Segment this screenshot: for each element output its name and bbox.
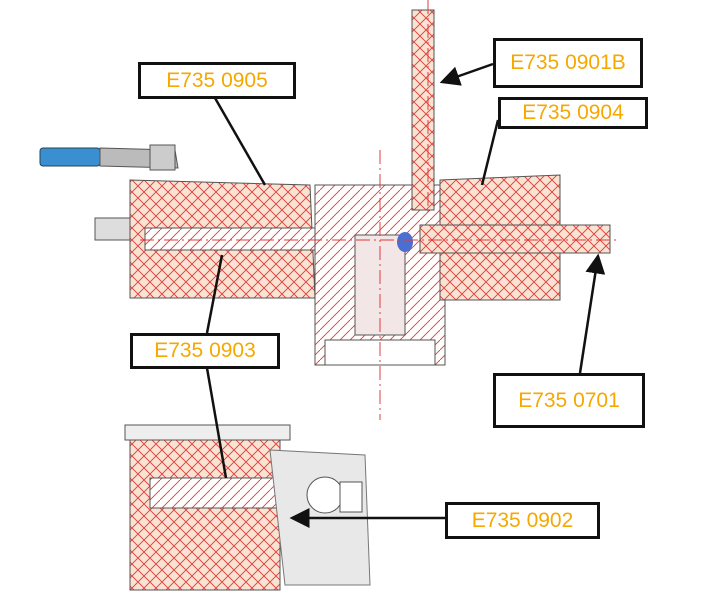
top-assembly: [39, 0, 620, 420]
bottom-assembly: [124, 424, 371, 591]
label-text: E735 0701: [518, 388, 620, 412]
label-e735-0901b: E735 0901B: [493, 38, 643, 88]
label-text: E735 0901B: [510, 51, 626, 74]
label-e735-0904: E735 0904: [498, 97, 648, 129]
leader-lines: [205, 62, 606, 528]
label-text: E735 0904: [522, 101, 624, 124]
label-e735-0903: E735 0903: [130, 333, 280, 369]
label-e735-0701: E735 0701: [493, 373, 645, 428]
bottom-body: [129, 439, 281, 591]
shaft-0701: [419, 224, 611, 254]
rod-0901b: [411, 9, 435, 211]
label-e735-0902: E735 0902: [445, 502, 600, 539]
label-text: E735 0903: [154, 339, 256, 362]
label-text: E735 0902: [471, 508, 574, 532]
label-e735-0905: E735 0905: [138, 62, 296, 99]
threaded-stud-left: [94, 217, 136, 241]
label-text: E735 0905: [166, 68, 268, 92]
handle-grip: [39, 147, 101, 167]
